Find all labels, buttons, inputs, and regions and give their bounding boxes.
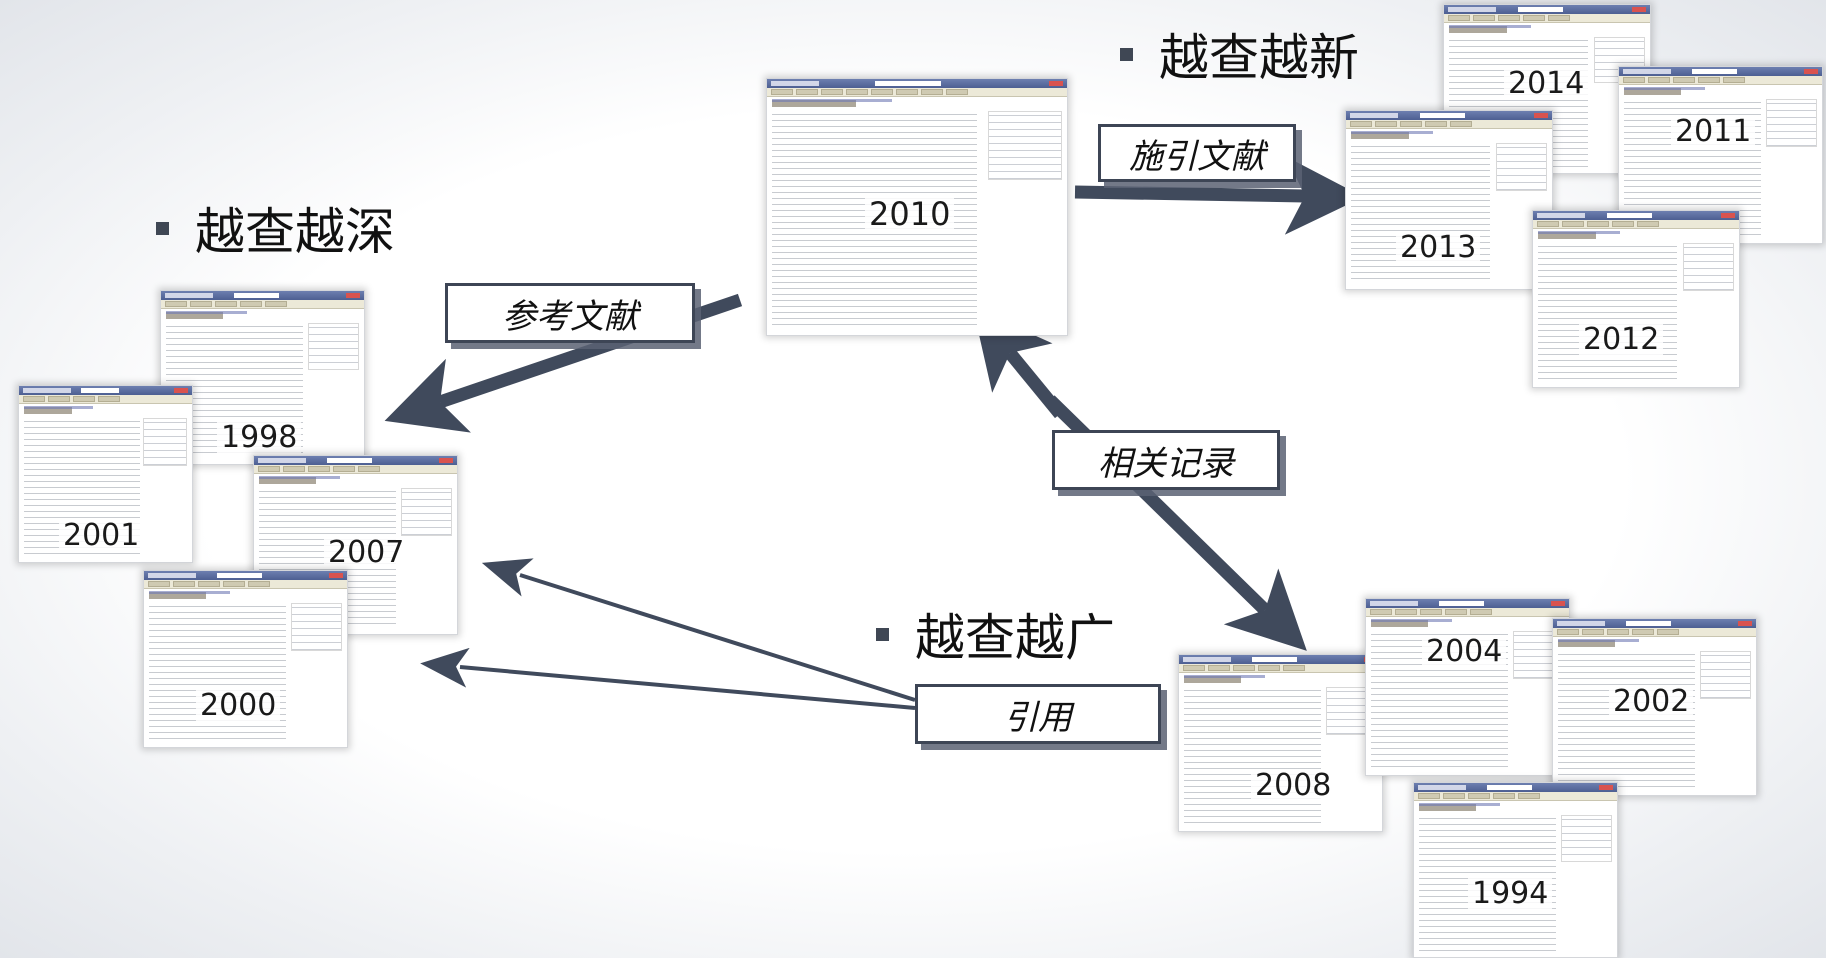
- square-bullet-icon: [876, 627, 889, 641]
- record-year: 1998: [217, 421, 302, 454]
- heading-deeper: 越查越深: [156, 192, 395, 264]
- record-thumbnail-1994[interactable]: 1994: [1413, 782, 1618, 958]
- cite-arrow-lower: [420, 647, 916, 710]
- record-thumbnail-2000[interactable]: 2000: [143, 570, 348, 748]
- record-year: 2012: [1579, 323, 1664, 356]
- label-cite: 引用: [915, 684, 1161, 744]
- record-thumbnail-2007[interactable]: 2007: [253, 455, 458, 635]
- square-bullet-icon: [156, 221, 169, 235]
- record-year: 2014: [1504, 67, 1589, 100]
- heading-newer: 越查越新: [1120, 18, 1359, 90]
- record-thumbnail-2001[interactable]: 2001: [18, 385, 193, 563]
- record-year: 2000: [196, 689, 281, 722]
- heading-deeper-text: 越查越深: [195, 203, 395, 261]
- record-thumbnail-2013[interactable]: 2013: [1345, 110, 1553, 290]
- record-year: 2008: [1251, 769, 1336, 802]
- record-year: 2010: [865, 196, 955, 233]
- record-year: 2011: [1671, 115, 1756, 148]
- record-thumbnail-2002[interactable]: 2002: [1552, 618, 1757, 796]
- record-year: 1994: [1468, 877, 1553, 910]
- record-year: 2004: [1422, 635, 1507, 668]
- record-year: 2013: [1396, 231, 1481, 264]
- record-thumbnail-2012[interactable]: 2012: [1532, 210, 1740, 388]
- label-related: 相关记录: [1052, 430, 1280, 490]
- cite-arrow-upper: [481, 558, 916, 702]
- label-references: 参考文献: [445, 283, 695, 343]
- record-thumbnail-2008[interactable]: 2008: [1178, 654, 1383, 832]
- heading-wider: 越查越广: [876, 598, 1115, 670]
- record-year: 2007: [324, 536, 409, 569]
- heading-newer-text: 越查越新: [1159, 29, 1359, 87]
- label-citing: 施引文献: [1098, 124, 1296, 182]
- square-bullet-icon: [1120, 47, 1133, 61]
- citing-arrow: [1074, 156, 1364, 235]
- record-thumbnail-2010-current[interactable]: 2010: [766, 78, 1068, 336]
- heading-wider-text: 越查越广: [915, 609, 1115, 667]
- record-thumbnail-2004[interactable]: 2004: [1365, 598, 1570, 776]
- record-year: 2002: [1609, 685, 1694, 718]
- record-year: 2001: [59, 519, 144, 552]
